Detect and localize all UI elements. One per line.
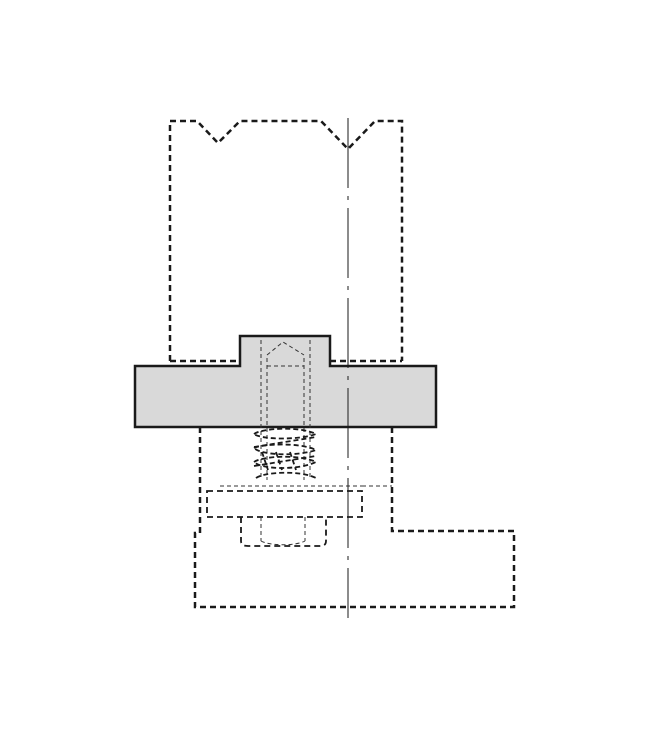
spring — [253, 427, 319, 479]
spring-coil-5 — [253, 455, 317, 467]
washer — [206, 490, 363, 518]
spring-coil-1 — [253, 427, 319, 440]
spring-coil-6 — [255, 471, 317, 479]
spring-coil-4 — [253, 455, 319, 469]
base-plate — [133, 334, 438, 429]
lower-bracket-outline — [193, 427, 516, 609]
nut-outline — [240, 517, 327, 547]
nut-inner-curve — [260, 540, 306, 546]
spring-coil-3 — [253, 443, 319, 456]
bore-tip — [266, 341, 305, 356]
upper-block-outline — [168, 119, 404, 361]
spring-zigzag — [261, 451, 297, 471]
